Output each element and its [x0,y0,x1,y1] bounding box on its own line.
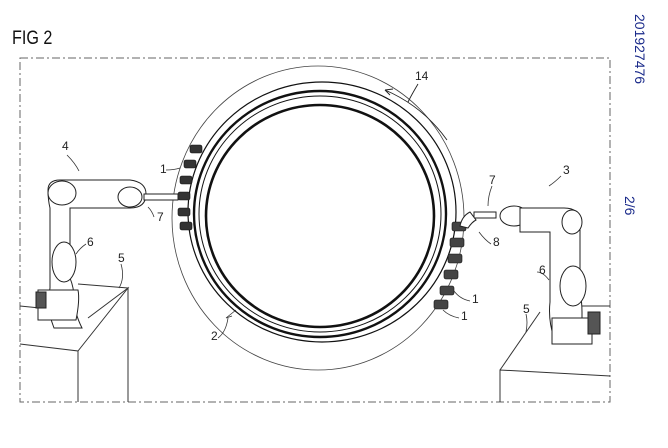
ref-14: 14 [415,69,429,83]
ref-3: 3 [563,163,570,177]
ref-6-right: 6 [539,263,546,277]
ref-4: 4 [62,139,69,153]
right-robot [459,205,601,345]
figure-label: FIG 2 [12,28,53,49]
flange-elements-left [177,144,203,231]
ring-component [171,65,465,371]
dash-dot-frame [19,57,611,403]
work-cell-boundary [20,58,478,402]
leader-lines [66,154,562,339]
ref-7-left: 7 [157,210,164,224]
left-robot [35,179,179,329]
ref-1-right-a: 1 [472,292,479,306]
ref-2: 2 [211,329,218,343]
ref-5-right: 5 [523,302,530,316]
sheet-number: 2/6 [622,196,638,216]
ref-5-left: 5 [118,251,125,265]
flange-elements-right [433,221,467,310]
ref-6-left: 6 [87,235,94,249]
rotation-arrow [384,83,448,141]
ref-7-right: 7 [489,173,496,187]
ref-1-right-b: 1 [461,309,468,323]
reference-numerals: 4 1 7 6 5 14 3 7 8 6 1 1 5 2 [62,69,570,343]
ref-8: 8 [493,235,500,249]
document-number: 201927476 [632,14,648,85]
ref-1-left: 1 [160,162,167,176]
